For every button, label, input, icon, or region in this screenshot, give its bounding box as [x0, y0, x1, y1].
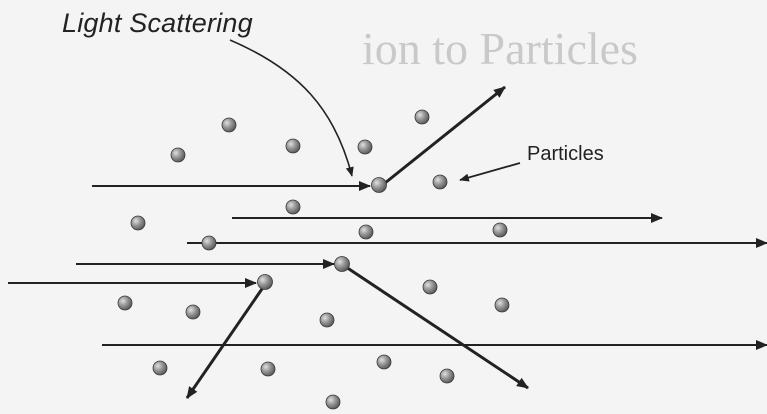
particle: [358, 224, 374, 240]
particle-scattering-middle: [334, 256, 350, 272]
particle: [260, 361, 276, 377]
particle-scattering-top: [371, 177, 387, 193]
ray-scattered-down-left: [185, 285, 266, 399]
particle: [492, 222, 508, 238]
particle: [432, 174, 448, 190]
particles-pointer-arrow: [459, 162, 521, 182]
background-bleed-title: ion to Particles: [362, 23, 638, 74]
particle: [285, 199, 301, 215]
title-pointer-arrow: [229, 39, 354, 177]
particle: [439, 368, 455, 384]
particles-group: [117, 109, 510, 410]
ray-scattered-up: [384, 85, 506, 185]
particle: [130, 215, 146, 231]
particle: [117, 295, 133, 311]
diagram-title: Light Scattering: [62, 8, 253, 38]
particles-label: Particles: [527, 143, 604, 165]
particle: [221, 117, 237, 133]
particle: [422, 279, 438, 295]
particle: [376, 354, 392, 370]
particle: [285, 138, 301, 154]
particle: [170, 147, 186, 163]
particle: [357, 139, 373, 155]
particle-scattering-left: [257, 274, 273, 290]
ray-scattered-down-right: [345, 265, 529, 390]
particle: [325, 394, 341, 410]
particle: [414, 109, 430, 125]
particle: [319, 312, 335, 328]
particle: [494, 297, 510, 313]
particle: [152, 360, 168, 376]
particle: [185, 304, 201, 320]
particle: [201, 235, 217, 251]
